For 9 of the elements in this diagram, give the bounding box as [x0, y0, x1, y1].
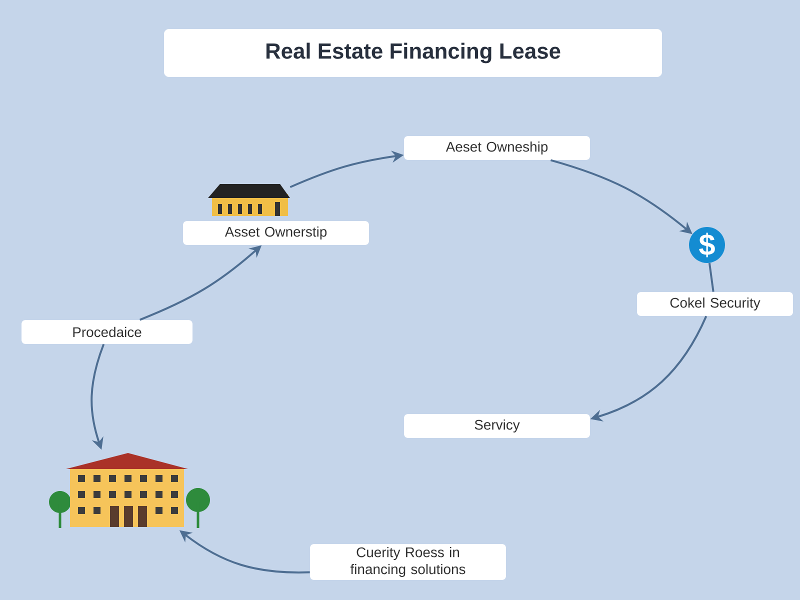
label-box: Cuerity Roess in financing solutions	[310, 544, 506, 580]
title-box: Real Estate Financing Lease	[164, 29, 662, 77]
building-drawing	[49, 452, 210, 530]
label-box: Procedaice	[22, 320, 192, 344]
label-box: Aeset Owneship	[404, 136, 590, 160]
house-drawing	[208, 184, 290, 216]
label-box: Cokel Security	[637, 292, 793, 316]
label-box: Servicy	[404, 414, 590, 438]
label-box: Asset Ownerstip	[183, 220, 369, 245]
